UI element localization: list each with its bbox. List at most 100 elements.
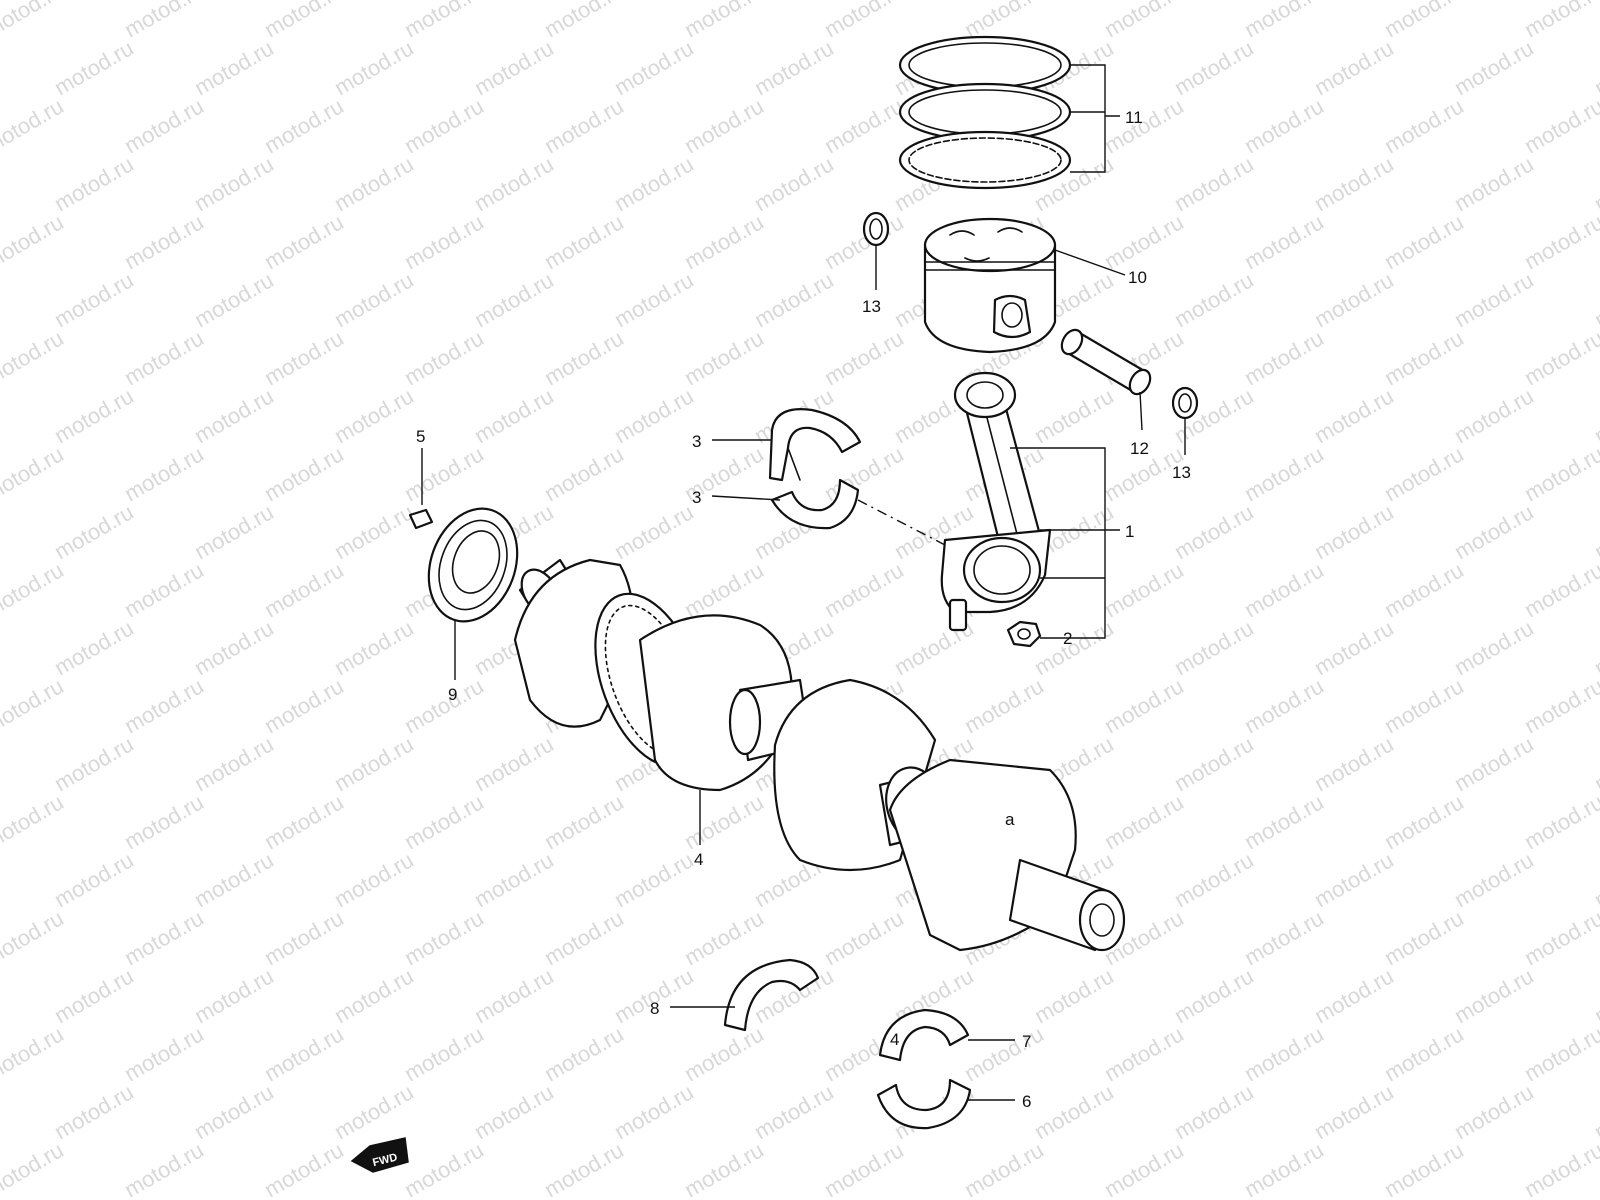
watermark-text: motod.ru [1100,1137,1188,1200]
watermark-text: motod.ru [750,35,838,100]
rod-nut[interactable] [1006,620,1042,648]
watermark-text: motod.ru [820,0,908,42]
watermark-text: motod.ru [540,441,628,506]
watermark-text: motod.ru [260,325,348,390]
watermark-text: motod.ru [0,1137,68,1200]
crankshaft[interactable]: a [513,558,1126,952]
watermark-text: motod.ru [50,151,138,216]
oil-seal[interactable] [414,496,533,634]
callout-1: 1 [1125,522,1134,541]
callout-3-lower: 3 [692,488,701,507]
callout-6: 6 [1022,1092,1031,1111]
watermark-text: motod.ru [610,847,698,912]
watermark-text: motod.ru [1170,499,1258,564]
circlip-right[interactable] [1171,386,1199,420]
watermark-text: motod.ru [820,441,908,506]
watermark-text: motod.ru [0,557,68,622]
watermark-text: motod.ru [820,905,908,970]
watermark-text: motod.ru [1170,1195,1258,1200]
watermark-text: motod.ru [1380,673,1468,738]
piston[interactable] [923,217,1057,354]
watermark-text: motod.ru [540,905,628,970]
callout-11: 11 [1125,108,1143,127]
watermark-text: motod.ru [820,1137,908,1200]
watermark-text: motod.ru [1170,963,1258,1028]
watermark-text: motod.ru [1520,93,1600,158]
watermark-text: motod.ru [1380,789,1468,854]
main-bearing-lower[interactable] [876,1078,972,1130]
watermark-text: motod.ru [120,0,208,42]
bearing-mark: 4 [890,1030,899,1049]
watermark-text: motod.ru [1590,1079,1600,1144]
watermark-text: motod.ru [1380,1021,1468,1086]
watermark-text: motod.ru [1240,1021,1328,1086]
watermark-text: motod.ru [540,209,628,274]
watermark-text: motod.ru [50,499,138,564]
thrust-bearing[interactable] [723,958,820,1032]
watermark-text: motod.ru [470,151,558,216]
watermark-text: motod.ru [1590,383,1600,448]
watermark-text: motod.ru [50,615,138,680]
watermark-text: motod.ru [50,963,138,1028]
watermark-text: motod.ru [260,1021,348,1086]
callout-7: 7 [1022,1032,1031,1051]
watermark-text: motod.ru [750,1195,838,1200]
watermark-text: motod.ru [330,151,418,216]
watermark-text: motod.ru [610,151,698,216]
watermark-text: motod.ru [610,963,698,1028]
callout-13-right: 13 [1172,463,1191,482]
watermark-text: motod.ru [1100,0,1188,42]
connecting-rod[interactable] [940,371,1052,632]
watermark-text: motod.ru [260,673,348,738]
callout-3-upper: 3 [692,432,701,451]
watermark-text: motod.ru [680,905,768,970]
watermark-text: motod.ru [120,905,208,970]
watermark-text: motod.ru [680,557,768,622]
watermark-text: motod.ru [400,673,488,738]
piston-pin[interactable] [1058,326,1155,398]
watermark-text: motod.ru [0,209,68,274]
watermark-text: motod.ru [400,209,488,274]
watermark-text: motod.ru [470,383,558,448]
watermark-text: motod.ru [610,1195,698,1200]
watermark-text: motod.ru [190,1195,278,1200]
watermark-text: motod.ru [1170,151,1258,216]
watermark-text: motod.ru [610,35,698,100]
watermark-text: motod.ru [680,789,768,854]
dowel-pin[interactable] [408,508,434,530]
callout-2: 2 [1063,629,1072,648]
watermark-text: motod.ru [1310,963,1398,1028]
circlip-left[interactable] [862,211,890,247]
piston-rings[interactable] [898,35,1072,190]
watermark-text: motod.ru [400,1137,488,1200]
fwd-arrow: FWD [350,1137,409,1173]
watermark-text: motod.ru [1240,441,1328,506]
watermark-text: motod.ru [0,325,68,390]
watermark-text: motod.ru [50,383,138,448]
rod-bearing-upper[interactable] [768,408,862,482]
watermark-text: motod.ru [680,1137,768,1200]
watermark-text: motod.ru [1450,1195,1538,1200]
watermark-text: motod.ru [1450,731,1538,796]
watermark-text: motod.ru [470,731,558,796]
watermark-text: motod.ru [330,383,418,448]
watermark-text: motod.ru [1310,151,1398,216]
watermark-text: motod.ru [120,441,208,506]
watermark-text: motod.ru [540,1137,628,1200]
watermark-text: motod.ru [400,325,488,390]
watermark-text: motod.ru [1520,325,1600,390]
watermark-text: motod.ru [260,441,348,506]
watermark-text: motod.ru [1240,905,1328,970]
watermark-text: motod.ru [470,847,558,912]
watermark-text: motod.ru [960,1137,1048,1200]
watermark-text: motod.ru [0,93,68,158]
rod-bearing-lower[interactable] [770,478,860,530]
watermark-text: motod.ru [1100,93,1188,158]
watermark-text: motod.ru [120,325,208,390]
main-bearing-upper[interactable]: 4 [878,1008,970,1062]
watermark-text: motod.ru [820,209,908,274]
watermark-text: motod.ru [610,267,698,332]
watermark-text: motod.ru [1170,847,1258,912]
watermark-text: motod.ru [1170,35,1258,100]
